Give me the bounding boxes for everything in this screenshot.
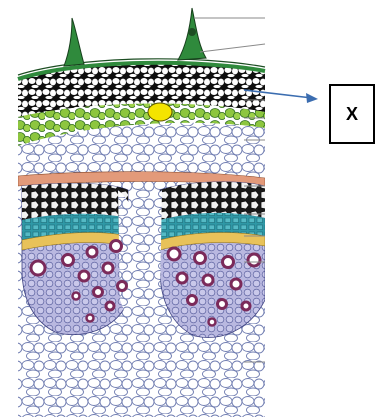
trichome-cell (188, 28, 196, 36)
stem-section (18, 60, 268, 417)
oil-gland-cell (148, 103, 172, 121)
trichome-left (64, 18, 84, 66)
vascular-bundle-left (22, 183, 128, 334)
label-x-text: X (346, 104, 358, 125)
label-x-box: X (329, 84, 375, 144)
